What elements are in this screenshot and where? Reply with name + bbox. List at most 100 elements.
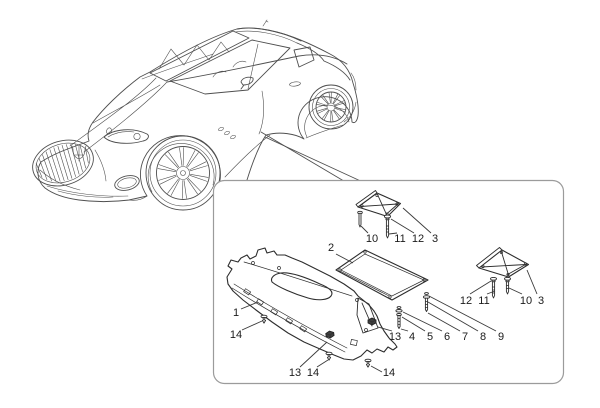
grille-slat [42, 154, 52, 182]
leader-line [427, 301, 479, 332]
leader-line [370, 365, 383, 373]
wheel-spoke [335, 107, 346, 110]
grille-slat [49, 149, 61, 182]
leader-line [469, 280, 492, 295]
trident-emblem [71, 144, 87, 162]
wheel-spoke [323, 110, 330, 121]
wheel-spoke [170, 179, 180, 196]
crossbrace-plate-right-part-3 [476, 247, 530, 299]
clip-13-left [325, 330, 335, 339]
part-number-label: 12 [460, 295, 472, 307]
grille-slat [61, 144, 73, 179]
grille-slat [35, 163, 43, 178]
part-number-label: 13 [389, 331, 401, 343]
bumper-creases [39, 149, 148, 201]
antenna [262, 19, 269, 27]
part-number-label: 1 [233, 307, 239, 319]
wheel-spoke [179, 147, 183, 166]
edge-tabs [243, 288, 308, 333]
fog-lamp [114, 175, 140, 191]
wheel-spoke [320, 96, 329, 105]
wheel-spoke [189, 175, 208, 182]
part-number-label: 14 [383, 367, 395, 379]
wheel-spoke [321, 110, 329, 119]
door-handle [289, 81, 301, 87]
leader-line [400, 328, 409, 332]
bolt-right-a [490, 276, 497, 299]
part-number-label: 14 [307, 367, 319, 379]
part-number-label: 8 [480, 331, 486, 343]
wheel-spoke [322, 94, 329, 104]
underbody-shield-part-1 [226, 247, 398, 361]
leader-line [360, 225, 369, 234]
grille-slat [57, 145, 69, 181]
headlight [103, 129, 149, 144]
bolt-right-b [504, 276, 511, 295]
rear-wheel [304, 84, 354, 138]
screw-14-left [260, 314, 268, 324]
grille-slat [38, 158, 48, 181]
grille-slat [66, 144, 76, 177]
wheel-spoke [189, 165, 208, 172]
vehicle-illustration [32, 19, 359, 211]
front-grille [32, 139, 94, 187]
tail-light-edge [350, 72, 357, 91]
clip-13-right [367, 317, 377, 326]
screw-14-right [364, 358, 372, 368]
part-number-label: 11 [394, 233, 405, 245]
part-number-label: 9 [498, 331, 504, 343]
part-number-label: 14 [230, 329, 242, 341]
wheel-spoke [333, 110, 340, 120]
hood-badge [106, 127, 112, 135]
leader-line [299, 341, 328, 368]
wheel-spoke [316, 104, 327, 107]
door-mirror [240, 76, 254, 90]
wheel-spoke [158, 164, 177, 171]
leader-line [388, 232, 398, 235]
zoom-indicator-lines [260, 131, 360, 181]
part-number-label: 3 [432, 233, 438, 245]
part-number-label: 5 [427, 331, 433, 343]
leader-line [377, 326, 393, 332]
leader-line [401, 316, 426, 332]
grille-slat [79, 145, 86, 169]
c-pillar [296, 42, 351, 81]
wheel-spoke [189, 161, 207, 171]
wheel-spoke [168, 151, 180, 168]
leader-line [402, 311, 443, 332]
wheel-spoke [167, 178, 179, 194]
leader-line [508, 287, 523, 295]
side-windows [169, 39, 315, 95]
wheel-spoke [159, 175, 177, 185]
wheel-spoke [333, 109, 342, 118]
part-number-label: 6 [444, 331, 450, 343]
wheel-spoke [332, 93, 339, 104]
wheel-spoke [328, 92, 331, 103]
door-seam [258, 90, 264, 135]
rocker-lines [224, 101, 357, 178]
car-body-outline [37, 27, 359, 202]
fender-vents [218, 126, 236, 140]
fastener-stack-7-8-9 [422, 292, 431, 312]
leader-line [526, 269, 538, 295]
part-number-label: 12 [412, 233, 424, 245]
crossbrace-plate-top-part-3 [355, 190, 402, 239]
wheel-spoke [183, 180, 187, 199]
part-number-label: 3 [538, 295, 544, 307]
roof-line [236, 27, 302, 42]
windshield [141, 30, 250, 82]
leader-line [316, 359, 329, 368]
leader-line [240, 301, 259, 310]
screw-14-middle [325, 351, 333, 361]
wheel-spoke [187, 152, 199, 168]
leader-line [427, 312, 461, 332]
wheel-spoke [190, 174, 209, 178]
leader-line [402, 207, 432, 234]
wheel-spoke [334, 100, 345, 106]
grille-slat [53, 147, 65, 182]
part-number-label: 10 [520, 295, 532, 307]
fastener-stack-4-5-6 [395, 306, 403, 329]
